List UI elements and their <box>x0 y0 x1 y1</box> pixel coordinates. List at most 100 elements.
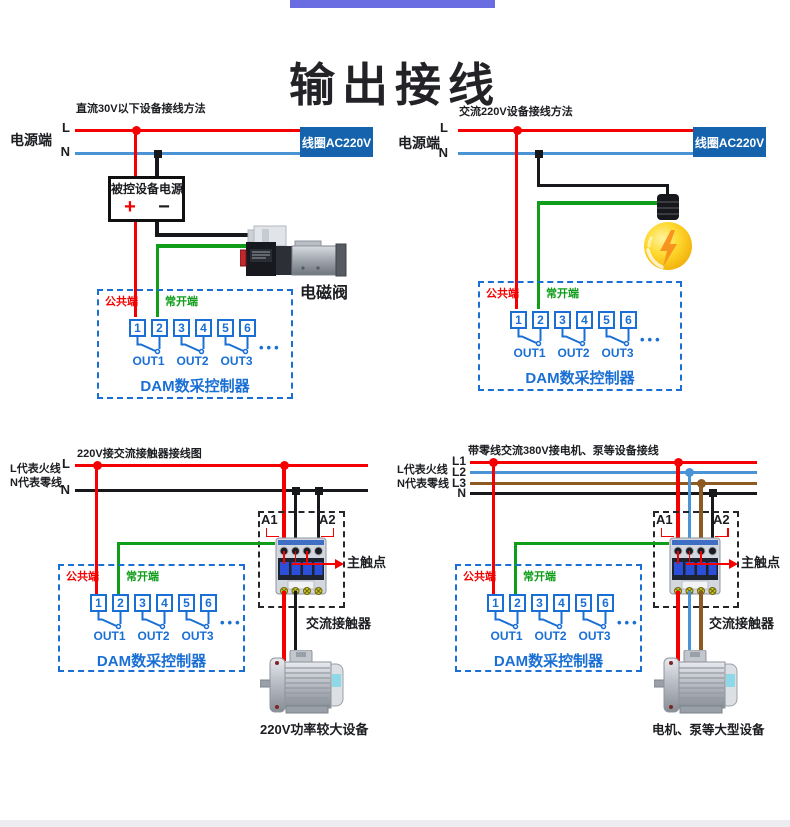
more-outputs-dots: ••• <box>220 615 243 630</box>
out1-label: OUT1 <box>93 629 126 643</box>
light-bulb-image <box>644 194 692 270</box>
terminal-4: 4 <box>553 594 570 612</box>
wire-segment <box>687 591 692 661</box>
dam-controller-label: DAM数采控制器 <box>96 653 207 670</box>
wire-live <box>458 128 694 132</box>
main-contact-label: 主触点 <box>347 555 387 570</box>
terminal-4: 4 <box>576 311 593 329</box>
internal-wire <box>294 551 297 564</box>
terminal-5: 5 <box>217 319 234 337</box>
wire-neutral <box>458 151 694 155</box>
terminal-3: 3 <box>173 319 190 337</box>
pointer-mark <box>332 528 335 537</box>
controlled-device-power-box: 被控设备电源 + − <box>108 176 185 222</box>
terminal-5: 5 <box>178 594 195 612</box>
common-terminal-label: 公共端 <box>486 288 519 300</box>
pointer-mark <box>265 535 279 537</box>
wire-segment <box>676 461 680 552</box>
callout-arrow-icon <box>335 558 344 569</box>
device-caption: 220V功率较大设备 <box>260 722 369 737</box>
live-line-label: L <box>62 456 70 471</box>
relay-contact-icon <box>136 337 161 355</box>
wire-segment <box>536 201 657 205</box>
pointer-mark <box>660 528 663 537</box>
minus-terminal: − <box>158 196 170 218</box>
wire-segment <box>513 541 518 594</box>
legend-neutral-note: N代表零线 <box>10 477 62 489</box>
wire-neutral <box>75 151 300 155</box>
wire-l3 <box>470 481 757 485</box>
diagram-title: 带零线交流380V接电机、泵等设备接线 <box>468 445 659 457</box>
dam-controller-label: DAM数采控制器 <box>493 653 604 670</box>
terminal-6: 6 <box>200 594 217 612</box>
a2-label: A2 <box>713 512 730 527</box>
out3-label: OUT3 <box>601 346 634 360</box>
out2-label: OUT2 <box>534 629 567 643</box>
solenoid-valve-image <box>240 225 347 277</box>
relay-contact-icon <box>494 612 519 630</box>
live-line-label: L <box>440 120 448 135</box>
more-outputs-dots: ••• <box>617 615 640 630</box>
wire-live <box>75 128 300 132</box>
neutral-line-label: N <box>60 144 70 159</box>
dam-controller-box: 公共端 常开端 1 2 3 4 5 6 OUT1 OUT2 OUT3 ••• D… <box>58 564 245 672</box>
plus-terminal: + <box>124 196 136 218</box>
live-line-label: L <box>62 120 70 135</box>
terminal-4: 4 <box>156 594 173 612</box>
terminal-5: 5 <box>598 311 615 329</box>
device-caption: 电磁阀 <box>300 285 349 302</box>
terminal-1: 1 <box>510 311 527 329</box>
wire-segment <box>133 222 138 317</box>
dam-controller-box: 公共端 常开端 1 2 3 4 5 6 OUT1 OUT2 OUT3 ••• D… <box>97 289 293 399</box>
terminal-1: 1 <box>487 594 504 612</box>
wire-neutral <box>470 491 757 495</box>
more-outputs-dots: ••• <box>259 340 282 355</box>
contactor-dashed-box <box>258 511 345 608</box>
wire-segment <box>155 222 159 236</box>
a2-label: A2 <box>319 512 336 527</box>
wire-segment <box>514 129 519 309</box>
terminal-2: 2 <box>151 319 168 337</box>
wire-segment <box>116 541 275 545</box>
l2-label: L2 <box>451 465 466 479</box>
pointer-mark <box>714 535 728 537</box>
wire-segment <box>155 244 160 317</box>
terminal-2: 2 <box>509 594 526 612</box>
diagram-title: 交流220V设备接线方法 <box>459 106 573 118</box>
contactor-caption: 交流接触器 <box>306 616 372 631</box>
wire-segment <box>155 244 251 248</box>
contactor-dashed-box <box>653 511 739 608</box>
device-caption: 电机、泵等大型设备 <box>652 723 765 737</box>
dam-controller-label: DAM数采控制器 <box>140 378 250 395</box>
contactor-slot <box>275 535 327 602</box>
dam-controller-box: 公共端 常开端 1 2 3 4 5 6 OUT1 OUT2 OUT3 ••• D… <box>455 564 642 672</box>
coil-voltage-box: 线圈AC220V <box>300 127 373 157</box>
terminal-2: 2 <box>532 311 549 329</box>
wire-segment <box>94 464 99 594</box>
wire-segment <box>665 183 670 201</box>
a1-label: A1 <box>656 512 673 527</box>
normally-open-label: 常开端 <box>546 288 579 300</box>
out1-label: OUT1 <box>132 354 165 368</box>
l3-label: L3 <box>451 476 466 490</box>
dam-controller-label: DAM数采控制器 <box>525 370 635 387</box>
out3-label: OUT3 <box>181 629 214 643</box>
wire-l2 <box>470 471 757 474</box>
pointer-mark <box>265 528 268 537</box>
relay-contact-icon <box>517 329 542 347</box>
pointer-mark <box>727 528 729 537</box>
callout-arrow-icon <box>729 558 738 569</box>
terminal-2: 2 <box>112 594 129 612</box>
out2-label: OUT2 <box>137 629 170 643</box>
internal-wire <box>283 551 285 564</box>
internal-wire <box>306 551 308 564</box>
device-power-label: 被控设备电源 <box>111 182 184 196</box>
n-label: N <box>457 486 466 500</box>
normally-open-label: 常开端 <box>523 571 556 583</box>
normally-open-label: 常开端 <box>126 571 159 583</box>
wire-segment <box>513 541 669 545</box>
terminal-3: 3 <box>134 594 151 612</box>
